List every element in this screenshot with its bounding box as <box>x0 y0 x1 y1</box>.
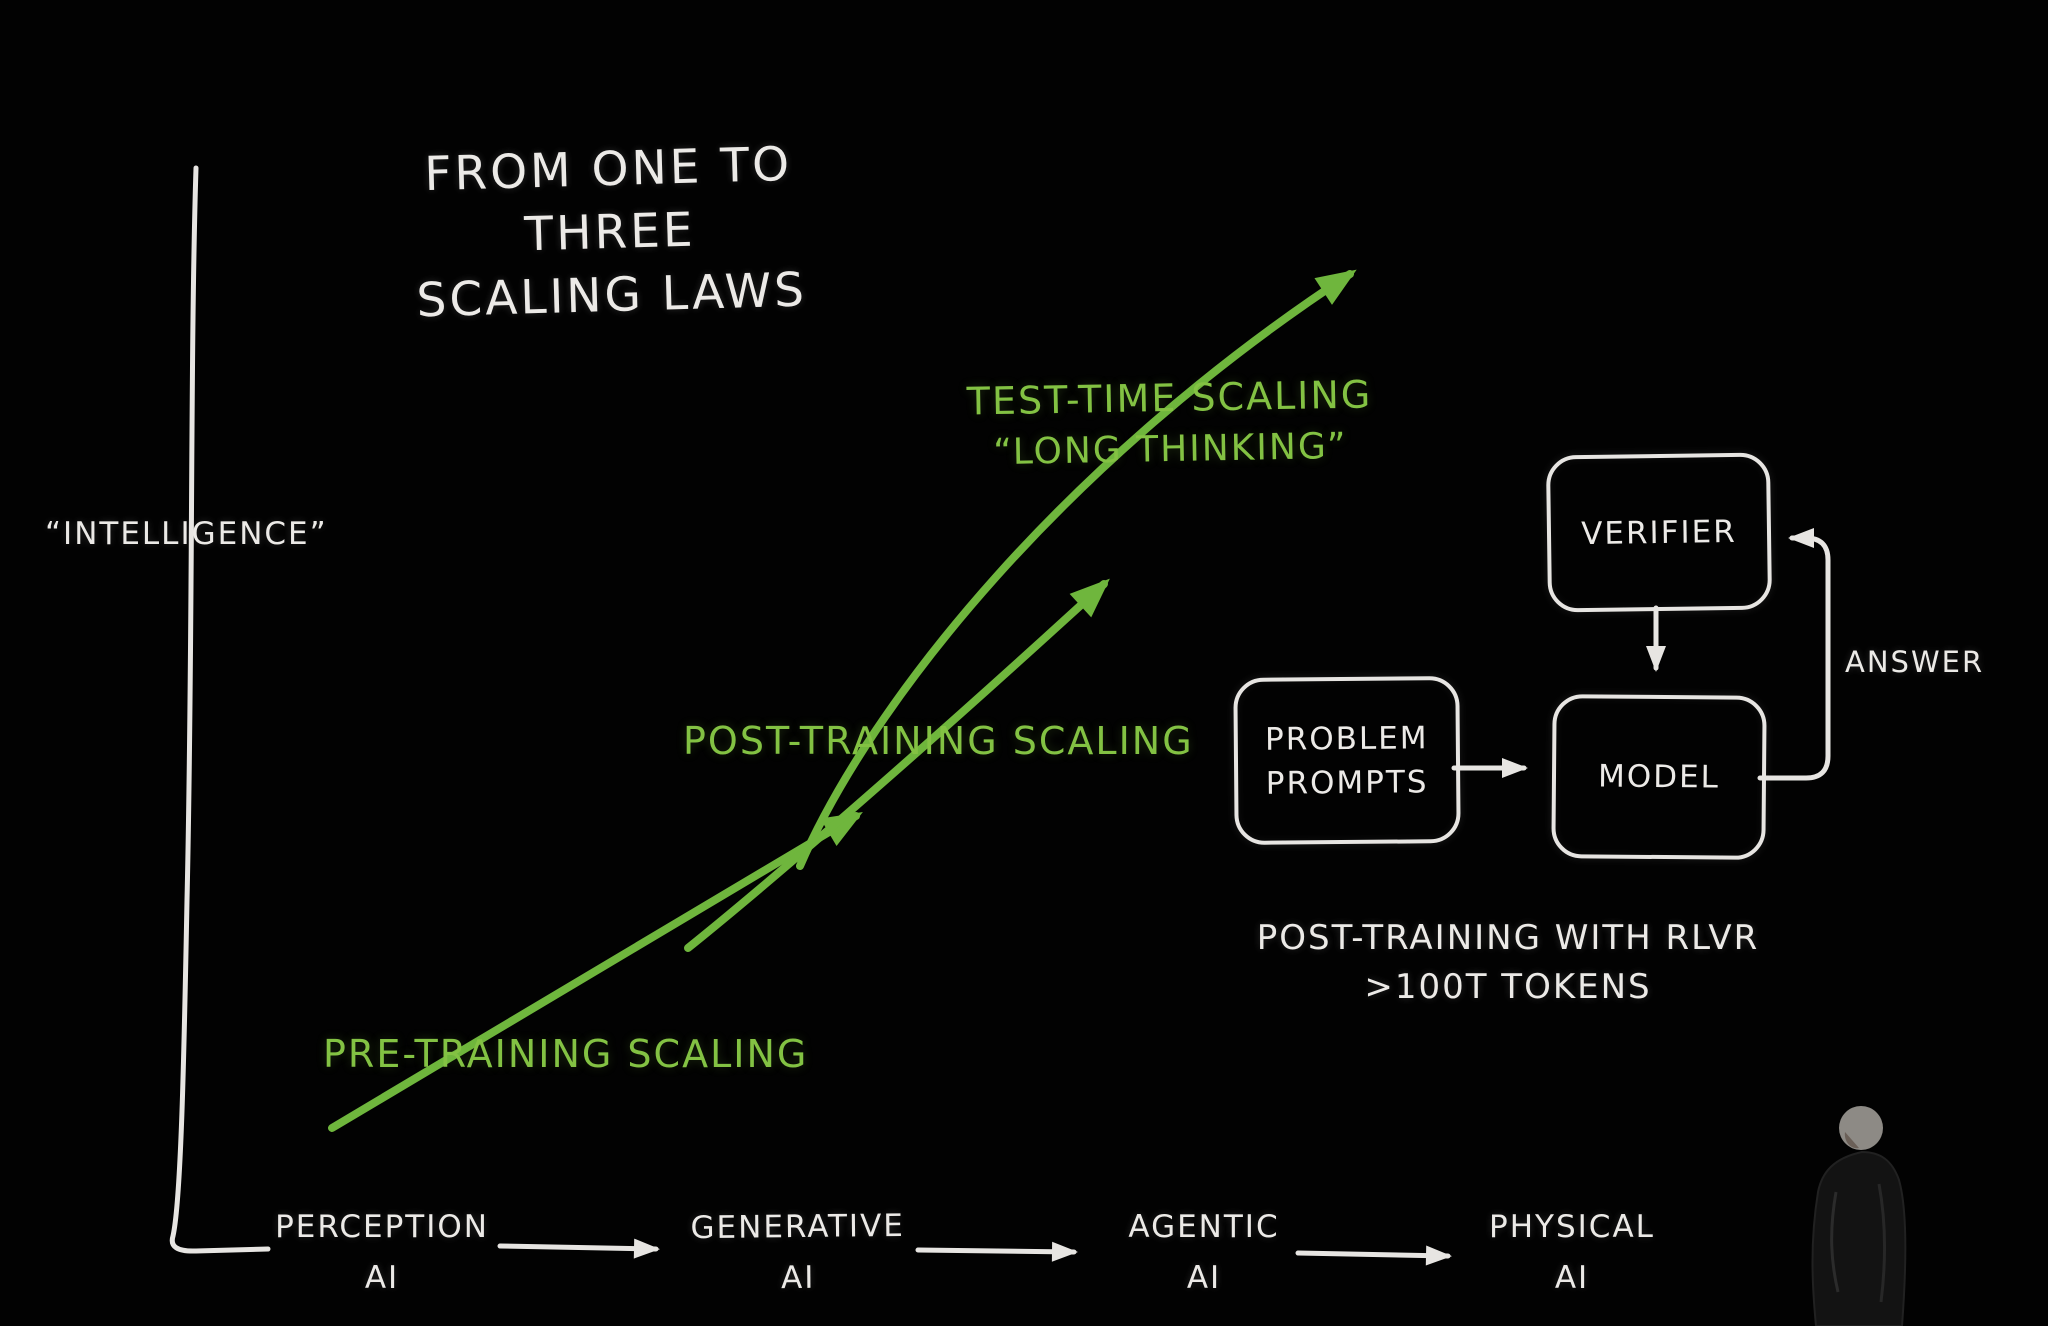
stage-agentic-ai: AGENTIC AI <box>1074 1202 1334 1304</box>
stage-perception-line2: AI <box>364 1260 400 1296</box>
test-time-scaling-label-main: TEST-TIME SCALING <box>966 372 1373 424</box>
model-box-label: MODEL <box>1597 758 1721 796</box>
presenter-head <box>1839 1106 1883 1150</box>
pre-training-scaling-label: PRE-TRAINING SCALING <box>323 1032 809 1076</box>
stage-physical-line2: AI <box>1554 1260 1590 1296</box>
post-training-curve <box>684 578 1110 952</box>
pre-training-curve <box>328 811 863 1132</box>
post-training-scaling-label: POST-TRAINING SCALING <box>683 719 1194 763</box>
stage-physical-ai: PHYSICAL AI <box>1442 1202 1702 1304</box>
stage-physical-line1: PHYSICAL <box>1489 1209 1655 1245</box>
problem-prompts-box: PROBLEM PROMPTS <box>1233 676 1461 845</box>
verifier-box: VERIFIER <box>1545 452 1773 613</box>
stage-generative-line1: GENERATIVE <box>690 1207 906 1247</box>
stage-agentic-line1: AGENTIC <box>1128 1209 1280 1245</box>
problem-prompts-line1: PROBLEM <box>1264 719 1429 758</box>
rlvr-caption-line1: POST-TRAINING WITH RLVR <box>1256 918 1760 958</box>
stage-perception-line1: PERCEPTION <box>275 1209 489 1245</box>
slide-title-line1: FROM ONE TO THREE <box>423 136 793 263</box>
x-axis-arrow-3 <box>1295 1245 1452 1266</box>
model-box: MODEL <box>1551 694 1767 860</box>
verifier-box-label: VERIFIER <box>1580 513 1738 552</box>
slide-title: FROM ONE TO THREE SCALING LAWS <box>337 130 882 334</box>
x-axis-arrow-1 <box>497 1238 660 1259</box>
rlvr-caption-line2: >100T TOKENS <box>1364 967 1652 1007</box>
stage-agentic-line2: AI <box>1186 1260 1222 1296</box>
test-time-scaling-label: TEST-TIME SCALING “LONG THINKING” <box>949 368 1391 480</box>
stage-perception-ai: PERCEPTION AI <box>252 1202 512 1304</box>
y-axis-line <box>169 165 271 1254</box>
test-time-scaling-label-sub: “LONG THINKING” <box>992 425 1348 474</box>
stage-generative-ai: GENERATIVE AI <box>667 1201 928 1306</box>
presenter-silhouette <box>1811 1106 1907 1326</box>
model-answer-to-verifier-loop <box>1757 528 1831 781</box>
problem-prompts-line2: PROMPTS <box>1265 763 1429 802</box>
y-axis-label: “INTELLIGENCE” <box>45 516 328 552</box>
answer-label: ANSWER <box>1845 645 1985 679</box>
stage-generative-line2: AI <box>780 1259 816 1297</box>
test-time-curve <box>796 269 1357 870</box>
x-axis-arrow-2 <box>915 1241 1078 1262</box>
rlvr-caption: POST-TRAINING WITH RLVR >100T TOKENS <box>1208 914 1808 1012</box>
problem-prompts-box-label: PROBLEM PROMPTS <box>1265 716 1429 805</box>
